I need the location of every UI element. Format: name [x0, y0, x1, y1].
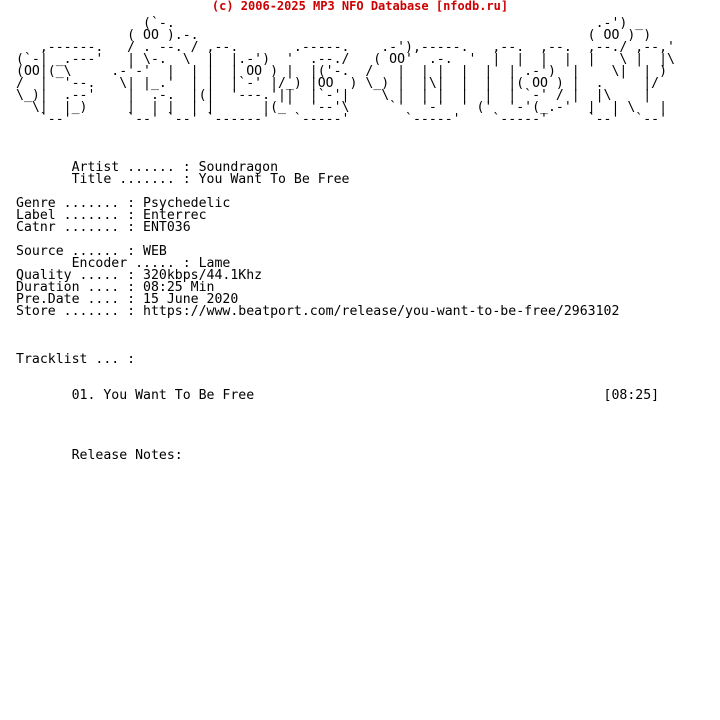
release-notes-label: Release Notes:: [16, 448, 183, 463]
predate-line: Pre.Date .... : 15 June 2020: [16, 292, 239, 307]
source-line: Source ...... : WEB: [16, 244, 167, 259]
genre-line: Genre ....... : Psychedelic: [16, 196, 231, 211]
encoder-line: Encoder ..... : Lame: [16, 256, 231, 271]
catnr-line: Catnr ....... : ENT036: [16, 220, 191, 235]
ascii-art-logo: (`-. .-') _ ( OO ).-. ( OO ) ) ,------. …: [16, 16, 675, 127]
nfodb-header: (c) 2006-2025 MP3 NFO Database [nfodb.ru…: [211, 0, 509, 13]
track-line: 01. You Want To Be Free [08:25]: [16, 388, 660, 403]
label-line: Label ....... : Enterrec: [16, 208, 207, 223]
title-line: Title ....... : You Want To Be Free: [16, 172, 350, 187]
duration-line: Duration .... : 08:25 Min: [16, 280, 215, 295]
artist-line: Artist ...... : Soundragon: [16, 160, 279, 175]
store-line: Store ....... : https://www.beatport.com…: [16, 304, 620, 319]
nfo-text: (`-. .-') _ ( OO ).-. ( OO ) ) ,------. …: [16, 16, 675, 463]
tracklist-label: Tracklist ... :: [16, 352, 136, 367]
quality-line: Quality ..... : 320kbps/44.1Khz: [16, 268, 263, 283]
